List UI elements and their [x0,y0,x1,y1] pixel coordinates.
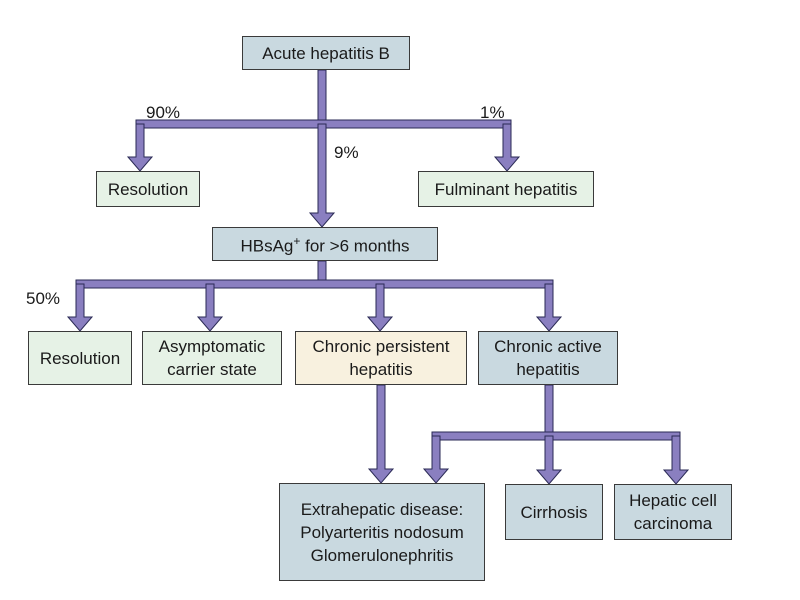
node-hepatic-cell-carcinoma: Hepatic cell carcinoma [614,484,732,540]
arrow-to-resolution-top [126,123,154,172]
node-resolution-bottom: Resolution [28,331,132,385]
node-label: Cirrhosis [520,502,588,522]
node-acute-hepatitis-b: Acute hepatitis B [242,36,410,70]
node-extrahepatic-disease: Extrahepatic disease: Polyarteritis nodo… [279,483,485,581]
arrow-to-extrahepatic [422,435,450,484]
node-cirrhosis: Cirrhosis [505,484,603,540]
node-label: Chronic persistent hepatitis [312,337,450,379]
connector-bar-middle [75,279,554,289]
node-hbsag-6-months: HBsAg+ for >6 months [212,227,438,261]
arrow-to-chronic-persistent [366,283,394,332]
connector-stem-acute [317,69,327,129]
edge-label-50: 50% [26,289,61,308]
arrow-to-chronic-active [535,283,563,332]
node-label: Hepatic cell carcinoma [629,491,717,533]
node-label: Acute hepatitis B [262,43,390,63]
node-chronic-persistent-hepatitis: Chronic persistent hepatitis [295,331,467,385]
node-label: Chronic active hepatitis [494,337,602,379]
edge-label-90: 90% [146,103,181,122]
edge-label-9: 9% [334,143,359,162]
arrow-persistent-to-extrahepatic [367,384,395,484]
node-label: Resolution [39,348,121,368]
connector-bar-bottom [431,431,681,441]
node-chronic-active-hepatitis: Chronic active hepatitis [478,331,618,385]
node-label: Extrahepatic disease: Polyarteritis nodo… [300,499,464,565]
node-label: HBsAg+ for >6 months [240,234,410,256]
arrow-to-cirrhosis [535,435,563,485]
arrow-to-asymptomatic-carrier [196,283,224,332]
node-label: Resolution [107,179,189,199]
node-resolution-top: Resolution [96,171,200,207]
node-label: Fulminant hepatitis [434,179,578,199]
arrow-to-fulminant [493,123,521,172]
arrow-to-resolution-bottom [66,283,94,332]
node-asymptomatic-carrier: Asymptomatic carrier state [142,331,282,385]
node-label: Asymptomatic carrier state [158,337,266,379]
edge-label-1: 1% [480,103,505,122]
arrow-to-hbsag [308,123,336,228]
node-fulminant-hepatitis: Fulminant hepatitis [418,171,594,207]
arrow-to-hepatic-cell-carcinoma [662,435,690,485]
